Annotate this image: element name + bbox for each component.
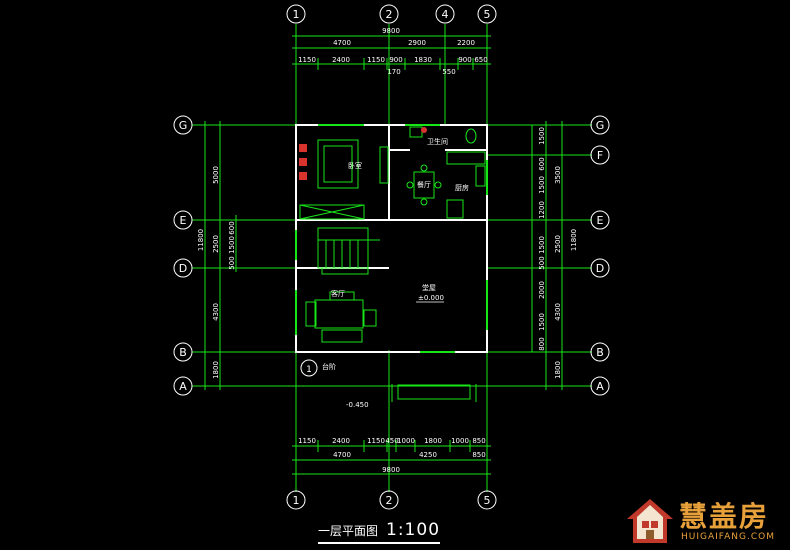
axis-label-right-A: A <box>596 380 604 393</box>
dim-left-mid-4: 1800 <box>212 361 220 379</box>
axis-label-right-G: G <box>596 119 605 132</box>
axis-label-bottom-5: 5 <box>484 494 491 507</box>
dim-right-detail-7: 2000 <box>538 281 546 299</box>
dim-bottom-detail-4: 450 <box>385 437 398 445</box>
axis-label-right-B: B <box>596 346 604 359</box>
dim-right-detail-4: 1200 <box>538 201 546 219</box>
row-axis-lines <box>192 124 592 387</box>
dim-right-detail-8: 1500 <box>538 313 546 331</box>
callout-number: 1 <box>306 365 312 375</box>
dim-left-detail-3: 500 <box>228 256 236 269</box>
room-label-dining: 餐厅 <box>417 180 431 189</box>
axis-label-bottom-2: 2 <box>386 494 393 507</box>
axis-label-right-F: F <box>597 149 603 162</box>
axis-label-left-G: G <box>179 119 188 132</box>
top-dimension-lines <box>292 35 491 70</box>
dim-top-detail-5: 1830 <box>414 56 432 64</box>
room-label-toilet: 卫生间 <box>427 137 448 146</box>
dim-left-mid-3: 4300 <box>212 303 220 321</box>
entrance-level: -0.450 <box>346 401 369 409</box>
side-dimension-lines <box>204 121 563 390</box>
axis-label-left-B: B <box>179 346 187 359</box>
dim-left-overall: 11800 <box>197 229 205 251</box>
axis-label-right-D: D <box>596 262 604 275</box>
room-label-kitchen: 厨房 <box>455 183 469 192</box>
axis-label-left-D: D <box>179 262 187 275</box>
dim-top-detail-6: 900 <box>458 56 471 64</box>
axis-bubbles <box>173 4 610 510</box>
dim-right-mid-4: 1800 <box>554 361 562 379</box>
dim-top-detail-7: 650 <box>474 56 487 64</box>
dim-bottom-detail-6: 1800 <box>424 437 442 445</box>
dim-top-sub-2: 550 <box>442 68 455 76</box>
axis-label-top-2: 2 <box>386 8 393 21</box>
dim-top-mid-3: 2200 <box>457 39 475 47</box>
dim-bottom-overall: 9800 <box>382 466 400 474</box>
dim-right-detail-3: 1500 <box>538 176 546 194</box>
dim-bottom-mid-2: 4250 <box>419 451 437 459</box>
porch-label: 台阶 <box>322 362 336 371</box>
bottom-dimension-lines <box>292 440 491 475</box>
column-axis-lines <box>295 24 488 492</box>
dim-bottom-detail-8: 850 <box>472 437 485 445</box>
red-markers <box>299 127 427 180</box>
axis-label-left-E: E <box>180 214 187 227</box>
dim-right-mid-3: 4300 <box>554 303 562 321</box>
room-label-bedroom: 卧室 <box>348 161 362 170</box>
room-label-living: 客厅 <box>331 289 345 298</box>
axis-label-top-5: 5 <box>484 8 491 21</box>
dim-top-detail-2: 2400 <box>332 56 350 64</box>
dim-bottom-detail-7: 1000 <box>451 437 469 445</box>
dim-top-detail-4: 900 <box>389 56 402 64</box>
axis-label-bottom-1: 1 <box>293 494 300 507</box>
dim-right-overall: 11800 <box>570 229 578 251</box>
dim-left-mid-1: 5000 <box>212 166 220 184</box>
dim-bottom-detail-1: 1150 <box>298 437 316 445</box>
axis-label-top-1: 1 <box>293 8 300 21</box>
dim-right-detail-6: 500 <box>538 256 546 269</box>
dim-top-mid-1: 4700 <box>333 39 351 47</box>
dim-top-detail-1: 1150 <box>298 56 316 64</box>
dim-right-mid-1: 3500 <box>554 166 562 184</box>
dim-bottom-detail-3: 1150 <box>367 437 385 445</box>
dim-left-mid-2: 2500 <box>212 235 220 253</box>
hall-floor-level: ±0.000 <box>418 294 444 302</box>
dim-bottom-detail-2: 2400 <box>332 437 350 445</box>
axis-label-right-E: E <box>597 214 604 227</box>
dim-top-detail-3: 1150 <box>367 56 385 64</box>
dim-right-detail-9: 800 <box>538 337 546 350</box>
axis-label-top-4: 4 <box>442 8 449 21</box>
brand-name: 慧盖房 <box>679 500 770 533</box>
brand-url: HUIGAIFANG.COM <box>681 532 776 542</box>
dim-bottom-mid-1: 4700 <box>333 451 351 459</box>
drawing-scale: 1:100 <box>386 520 441 540</box>
dim-top-overall: 9800 <box>382 27 400 35</box>
dim-right-detail-1: 1500 <box>538 127 546 145</box>
house-logo-icon <box>627 499 673 543</box>
dim-top-sub-1: 170 <box>387 68 400 76</box>
furniture <box>299 126 486 402</box>
windows <box>295 124 488 353</box>
dim-top-mid-2: 2900 <box>408 39 426 47</box>
dim-left-detail-1: 600 <box>228 221 236 234</box>
brand-logo: 慧盖房 HUIGAIFANG.COM <box>625 495 785 547</box>
axis-label-left-A: A <box>179 380 187 393</box>
dim-left-detail-2: 1500 <box>228 236 236 254</box>
drawing-title: 一层平面图 <box>318 524 379 538</box>
dim-right-detail-5: 1500 <box>538 236 546 254</box>
room-label-hall: 堂屋 <box>422 283 436 292</box>
walls <box>295 124 488 353</box>
dim-bottom-detail-5: 1000 <box>397 437 415 445</box>
drawing-title-block: 一层平面图 1:100 <box>318 520 440 540</box>
dim-right-detail-2: 600 <box>538 157 546 170</box>
title-underline <box>318 542 440 544</box>
dim-bottom-mid-3: 850 <box>472 451 485 459</box>
dim-right-mid-2: 2500 <box>554 235 562 253</box>
